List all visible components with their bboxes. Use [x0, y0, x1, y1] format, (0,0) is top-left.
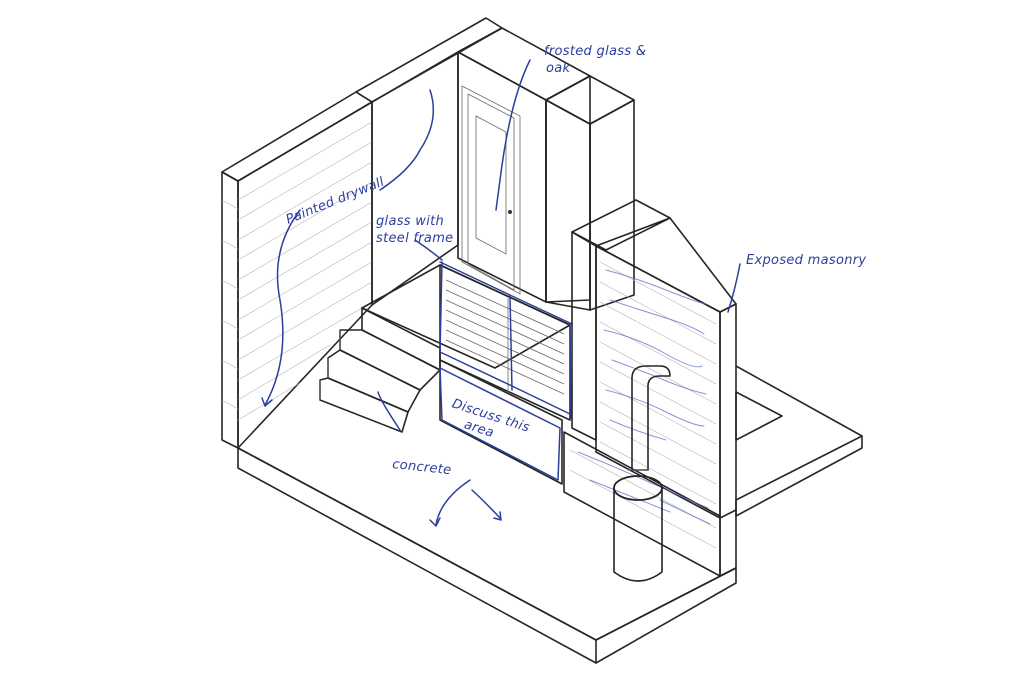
arrow-masonry	[727, 263, 741, 313]
note-frosted-glass-line1: frosted glass &	[544, 44, 646, 59]
arrow-concrete-floor-2	[471, 489, 501, 519]
arrow-concrete-floor-1	[435, 479, 471, 526]
note-exposed-masonry: Exposed masonry	[746, 253, 866, 268]
arrow-glass-steel	[414, 239, 443, 261]
floor-slab	[237, 447, 737, 664]
water-heater	[613, 365, 671, 582]
right-ledge	[719, 365, 863, 519]
stairs	[319, 264, 571, 433]
arrow-painted-wall	[264, 209, 301, 406]
glass-railing	[439, 261, 573, 421]
note-discuss-area: Discuss this area	[450, 396, 531, 440]
arrow-concrete-stairs	[377, 391, 401, 431]
masonry-block	[563, 199, 737, 577]
annotation-arrows	[261, 59, 741, 527]
note-frosted-glass: frosted glass & oak	[544, 44, 646, 76]
arrow-frosted-glass	[495, 59, 531, 211]
discuss-area-panel	[439, 359, 563, 485]
left-brick-wall	[221, 91, 373, 449]
note-frosted-glass-line2: oak	[546, 61, 571, 76]
note-glass-steel-line2: steel frame	[376, 231, 453, 246]
back-drywall-wall	[355, 17, 503, 306]
note-glass-steel: glass with steel frame	[376, 214, 453, 246]
note-concrete: concrete	[392, 457, 453, 478]
note-glass-steel-line1: glass with	[376, 214, 444, 229]
back-pillar	[545, 75, 635, 311]
arrow-drywall	[379, 89, 435, 191]
